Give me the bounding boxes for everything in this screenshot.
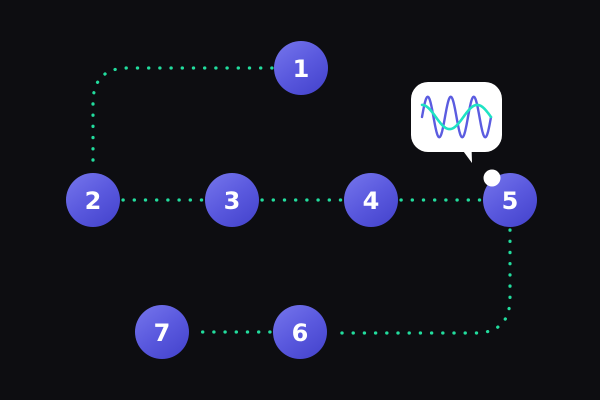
connector-1-2 [91,66,274,173]
node-1[interactable]: 1 [274,41,328,95]
node-4-circle[interactable] [344,173,398,227]
node-7[interactable]: 7 [135,305,189,359]
waveform-series-high-frequency-wave [420,95,493,139]
node-5-marker-dot[interactable] [483,169,501,187]
waveform-series-low-frequency-wave [420,103,493,131]
node-3-circle[interactable] [205,173,259,227]
node-7-circle[interactable] [135,305,189,359]
waveform-chart [420,95,493,139]
node-1-circle[interactable] [274,41,328,95]
node-2-circle[interactable] [66,173,120,227]
node-2[interactable]: 2 [66,173,120,227]
node-3[interactable]: 3 [205,173,259,227]
node-4[interactable]: 4 [344,173,398,227]
node-5-circle[interactable] [483,173,537,227]
connector-5-6 [329,228,512,335]
waveform-callout [411,82,502,163]
node-6-circle[interactable] [273,305,327,359]
connectors-layer [91,66,512,335]
node-6[interactable]: 6 [273,305,327,359]
